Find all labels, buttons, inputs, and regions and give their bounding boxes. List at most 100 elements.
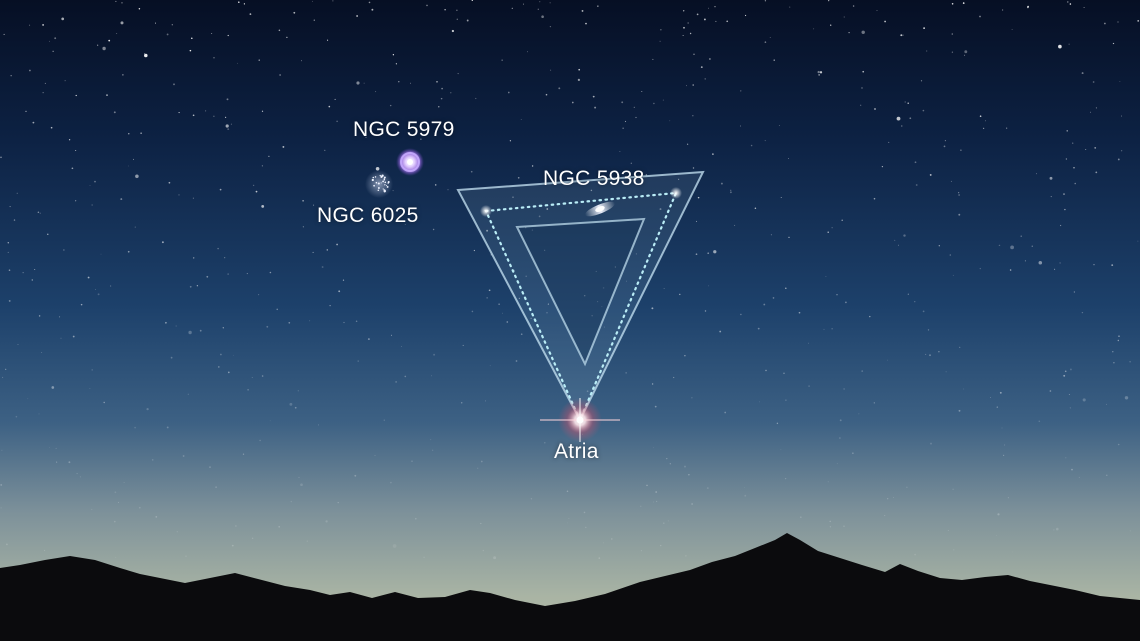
background-star bbox=[829, 520, 831, 523]
background-star bbox=[356, 15, 358, 17]
background-star bbox=[611, 538, 613, 540]
background-star bbox=[501, 59, 503, 61]
background-star bbox=[138, 506, 141, 509]
background-star bbox=[614, 266, 617, 268]
background-star bbox=[447, 189, 449, 191]
background-star bbox=[585, 22, 587, 25]
background-star bbox=[25, 110, 27, 113]
background-star bbox=[772, 297, 775, 299]
background-star bbox=[392, 190, 394, 192]
background-star bbox=[789, 6, 791, 8]
background-star bbox=[685, 555, 687, 557]
background-star bbox=[594, 106, 597, 109]
background-star bbox=[958, 194, 960, 196]
background-star bbox=[773, 59, 775, 61]
background-star bbox=[590, 189, 593, 192]
background-star bbox=[175, 325, 177, 327]
background-star bbox=[546, 311, 548, 314]
background-star bbox=[471, 0, 473, 1]
background-star bbox=[87, 276, 90, 279]
background-star bbox=[192, 114, 195, 117]
background-star bbox=[902, 34, 904, 36]
background-star bbox=[278, 525, 281, 528]
background-star bbox=[682, 10, 685, 12]
cluster-star bbox=[377, 187, 380, 189]
background-star bbox=[1081, 72, 1084, 75]
background-star bbox=[1081, 311, 1084, 314]
background-star bbox=[115, 0, 117, 2]
background-star bbox=[497, 211, 498, 213]
ngc6025-label: NGC 6025 bbox=[317, 204, 419, 227]
background-star bbox=[507, 91, 510, 94]
background-star bbox=[0, 507, 2, 509]
background-star bbox=[1085, 148, 1087, 151]
background-star bbox=[286, 36, 288, 39]
background-star bbox=[1129, 530, 1131, 532]
background-star bbox=[640, 550, 642, 552]
background-star bbox=[334, 98, 336, 100]
background-star bbox=[669, 120, 671, 122]
background-star bbox=[852, 5, 855, 7]
background-star bbox=[686, 143, 689, 145]
background-star bbox=[663, 288, 665, 289]
background-star bbox=[76, 473, 78, 475]
background-star bbox=[367, 338, 370, 341]
background-star bbox=[337, 501, 339, 504]
cluster-star bbox=[379, 174, 381, 177]
background-star bbox=[49, 446, 51, 448]
background-star bbox=[420, 138, 422, 140]
background-star bbox=[663, 522, 665, 524]
background-star bbox=[843, 16, 845, 18]
cluster-star bbox=[382, 180, 385, 183]
background-star bbox=[1012, 551, 1014, 553]
background-star bbox=[89, 185, 91, 186]
background-star bbox=[375, 167, 380, 171]
background-star bbox=[1011, 28, 1013, 30]
background-star bbox=[1065, 158, 1068, 160]
background-star bbox=[498, 303, 500, 305]
background-star bbox=[982, 127, 985, 130]
background-star bbox=[1004, 444, 1006, 446]
background-star bbox=[411, 460, 413, 462]
background-star bbox=[655, 491, 658, 493]
background-star bbox=[839, 419, 842, 422]
background-star bbox=[113, 520, 116, 523]
background-star bbox=[734, 224, 736, 226]
background-star bbox=[243, 3, 246, 5]
background-star bbox=[0, 156, 2, 159]
background-star bbox=[398, 81, 400, 83]
background-star bbox=[651, 383, 654, 385]
background-star bbox=[841, 219, 843, 222]
background-star bbox=[1066, 130, 1068, 132]
background-star bbox=[927, 329, 930, 331]
background-star bbox=[783, 372, 785, 375]
background-star bbox=[268, 155, 270, 158]
background-star bbox=[9, 206, 11, 208]
background-star bbox=[512, 196, 514, 198]
background-star bbox=[298, 476, 300, 478]
background-star bbox=[258, 294, 260, 296]
background-star bbox=[13, 219, 16, 221]
background-star bbox=[1078, 476, 1080, 478]
background-star bbox=[120, 198, 123, 201]
background-star bbox=[692, 115, 694, 117]
background-star bbox=[964, 50, 968, 54]
background-star bbox=[227, 34, 229, 37]
background-star bbox=[662, 99, 664, 101]
background-star bbox=[288, 321, 291, 324]
background-star bbox=[375, 91, 377, 93]
background-star bbox=[914, 301, 916, 303]
triangle-outer-outline bbox=[456, 170, 705, 423]
background-star bbox=[943, 145, 946, 148]
background-star bbox=[1073, 291, 1076, 293]
background-star bbox=[669, 463, 671, 465]
background-star bbox=[1058, 44, 1062, 49]
background-star bbox=[1049, 390, 1052, 392]
background-star bbox=[1095, 107, 1097, 109]
background-star bbox=[764, 0, 767, 2]
cluster-star bbox=[371, 178, 374, 182]
background-star bbox=[135, 174, 139, 179]
background-star bbox=[785, 287, 787, 289]
background-star bbox=[887, 359, 889, 361]
background-star bbox=[544, 249, 546, 251]
